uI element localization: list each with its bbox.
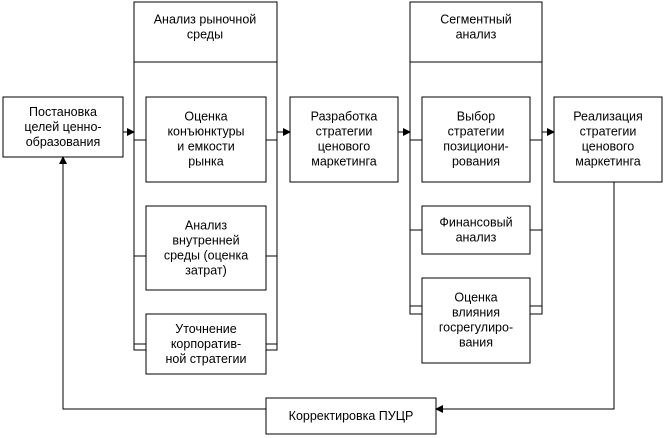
regulation-label-line: Оценка [454, 291, 497, 305]
conjuncture-label-line: рынка [188, 155, 224, 169]
regulation-label-line: влияния [452, 306, 500, 320]
strategy-label-line: Разработка [311, 110, 378, 124]
realization-label-line: ценового [582, 140, 635, 154]
realization-label-line: Реализация [573, 110, 643, 124]
conjuncture-box [145, 96, 267, 183]
regulation-label-line: вания [459, 336, 493, 350]
realization-label-line: маркетинга [575, 155, 641, 169]
strategy-box [289, 96, 399, 183]
positioning-label-line: позициони- [443, 140, 508, 154]
realization-box [553, 96, 663, 183]
positioning-label-line: рования [452, 155, 500, 169]
regulation-box [421, 277, 531, 364]
segment-label-line: Сегментный [440, 13, 512, 27]
goals-label-line: Постановка [29, 105, 97, 119]
feedback-line-realization-down [435, 182, 615, 413]
segment-label-line: анализ [456, 28, 497, 42]
corporate-label-line: ной стратегии [166, 352, 247, 366]
corporate-box [145, 313, 267, 375]
regulation-label-line: госрегулиро- [439, 321, 513, 335]
strategy-label-line: стратегии [316, 125, 373, 139]
goals-label-line: целей ценно- [24, 120, 101, 134]
financial-box [421, 205, 531, 255]
internal-label-line: Анализ [185, 219, 227, 233]
internal-label-line: среды (оценка [164, 249, 248, 263]
correction-box [265, 397, 437, 435]
strategy-label-line: маркетинга [311, 155, 377, 169]
financial-label-line: Финансовый [439, 216, 512, 230]
feedback-line-correction-to-goals [59, 156, 266, 410]
internal-label-line: внутренней [172, 234, 239, 248]
positioning-box [421, 96, 531, 183]
positioning-label-line: стратегии [448, 125, 505, 139]
positioning-label-line: Выбор [457, 110, 495, 124]
strategy-label-line: ценового [318, 140, 371, 154]
internal-box [145, 205, 267, 291]
conjuncture-label-line: и емкости [177, 140, 235, 154]
correction-label-line: Корректировка ПУЦР [289, 409, 414, 423]
goals-box [2, 96, 124, 158]
corporate-label-line: Уточнение [175, 322, 236, 336]
financial-label-line: анализ [456, 231, 497, 245]
goals-label-line: образования [26, 135, 101, 149]
internal-label-line: затрат) [185, 264, 227, 278]
market-label-line: Анализ рыночной [154, 13, 257, 27]
corporate-label-line: корпоратив- [171, 337, 241, 351]
realization-label-line: стратегии [580, 125, 637, 139]
conjuncture-label-line: Оценка [184, 110, 227, 124]
correction-label: Корректировка ПУЦР [289, 409, 414, 423]
conjuncture-label-line: конъюнктуры [167, 125, 244, 139]
market-label-line: среды [187, 28, 223, 42]
